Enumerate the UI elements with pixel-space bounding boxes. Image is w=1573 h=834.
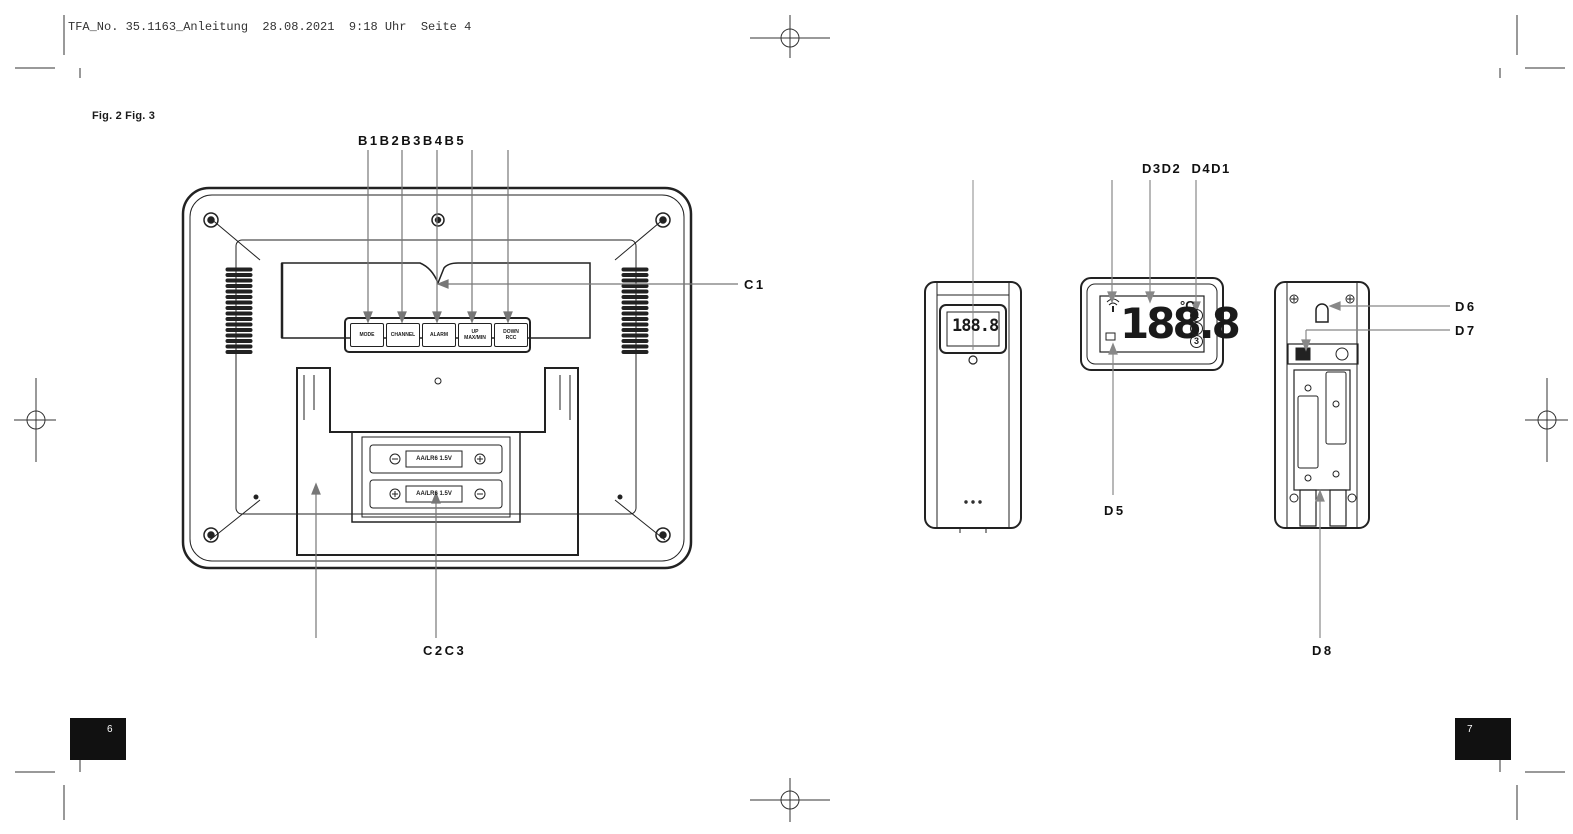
page-number-right: 7	[1455, 718, 1511, 760]
vent-slot	[225, 339, 253, 343]
base-button-b3[interactable]: ALARM	[422, 323, 456, 347]
label-d6: D6	[1455, 299, 1477, 314]
vent-slot	[621, 311, 649, 316]
vent-slot	[621, 273, 649, 277]
base-button-label: ALARM	[429, 332, 449, 338]
page-number-right-text: 7	[1467, 724, 1473, 735]
page-number-left: 6	[70, 718, 126, 760]
base-button-label: MODE	[359, 332, 375, 338]
vent-slot	[225, 328, 253, 332]
vent-slot	[621, 344, 649, 349]
vent-slot	[225, 295, 253, 299]
vent-slot	[621, 339, 649, 343]
base-button-label: CHANNEL	[390, 332, 416, 338]
vent-slot	[621, 289, 649, 294]
vent-slot	[621, 278, 649, 283]
label-c1: C1	[744, 277, 766, 292]
base-button-label: UP	[471, 329, 479, 335]
vent-slot	[225, 306, 253, 310]
vent-slot	[225, 278, 253, 283]
base-button-label: DOWN	[503, 329, 519, 335]
vent-slot	[225, 333, 253, 338]
vent-slot	[225, 300, 253, 305]
leader-lines-transmitter-back	[1301, 301, 1450, 638]
label-d8: D8	[1312, 643, 1334, 658]
base-button-b1[interactable]: MODE	[350, 323, 384, 347]
vent-slot	[225, 344, 253, 349]
battery-label-bottom: AA/LR6 1.5V	[416, 491, 452, 497]
base-station-back	[181, 186, 693, 570]
label-b1-b5: B1B2B3B4B5	[358, 133, 467, 148]
vent-slot	[225, 317, 253, 321]
vent-slot	[621, 317, 649, 321]
vent-slot	[621, 284, 649, 288]
battery-label-top: AA/LR6 1.5V	[416, 456, 452, 462]
leader-lines-fig2	[311, 150, 738, 638]
vent-slot	[621, 295, 649, 299]
label-d5: D5	[1104, 503, 1126, 518]
vent-slot	[621, 322, 649, 327]
vent-slot	[225, 322, 253, 327]
channel-2-indicator: 2	[1190, 322, 1203, 335]
transmitter-back	[1274, 281, 1370, 529]
registration-marks	[14, 15, 1568, 822]
print-info-line: TFA_No. 35.1163_Anleitung 28.08.2021 9:1…	[68, 20, 472, 34]
vent-slot	[225, 267, 253, 272]
vent-slot	[621, 333, 649, 338]
page-number-left-text: 6	[107, 724, 113, 735]
figure-caption: Fig. 2 Fig. 3	[92, 110, 156, 122]
vent-slot	[621, 267, 649, 272]
vent-slot	[621, 300, 649, 305]
crop-marks	[15, 15, 1565, 820]
display-unit: °C	[1180, 298, 1195, 313]
label-c2c3: C2C3	[423, 643, 467, 658]
channel-3-indicator: 3	[1190, 335, 1203, 348]
leader-lines-display	[1107, 180, 1201, 495]
base-button-b2[interactable]: CHANNEL	[386, 323, 420, 347]
vent-slot	[225, 289, 253, 294]
base-button-sublabel: RCC	[505, 335, 517, 341]
base-button-sublabel: MAX/MIN	[464, 335, 486, 341]
label-d-top: D3D2 D4D1	[1142, 161, 1231, 176]
vent-slot	[225, 284, 253, 288]
vent-slot	[225, 311, 253, 316]
vent-slot	[621, 306, 649, 310]
display-digits: 188.8	[1120, 299, 1241, 348]
vent-slots	[225, 267, 253, 354]
channel-1-indicator: 1	[1190, 309, 1203, 322]
vent-slot	[621, 350, 649, 354]
display-detail	[1080, 277, 1224, 371]
vent-slots	[621, 267, 649, 354]
vent-slot	[225, 273, 253, 277]
label-d7: D7	[1455, 323, 1477, 338]
vent-slot	[621, 328, 649, 332]
transmitter-display-digits: 188.8	[952, 316, 999, 336]
vent-slot	[225, 350, 253, 354]
channel-indicators: 1 2 3	[1190, 309, 1203, 348]
